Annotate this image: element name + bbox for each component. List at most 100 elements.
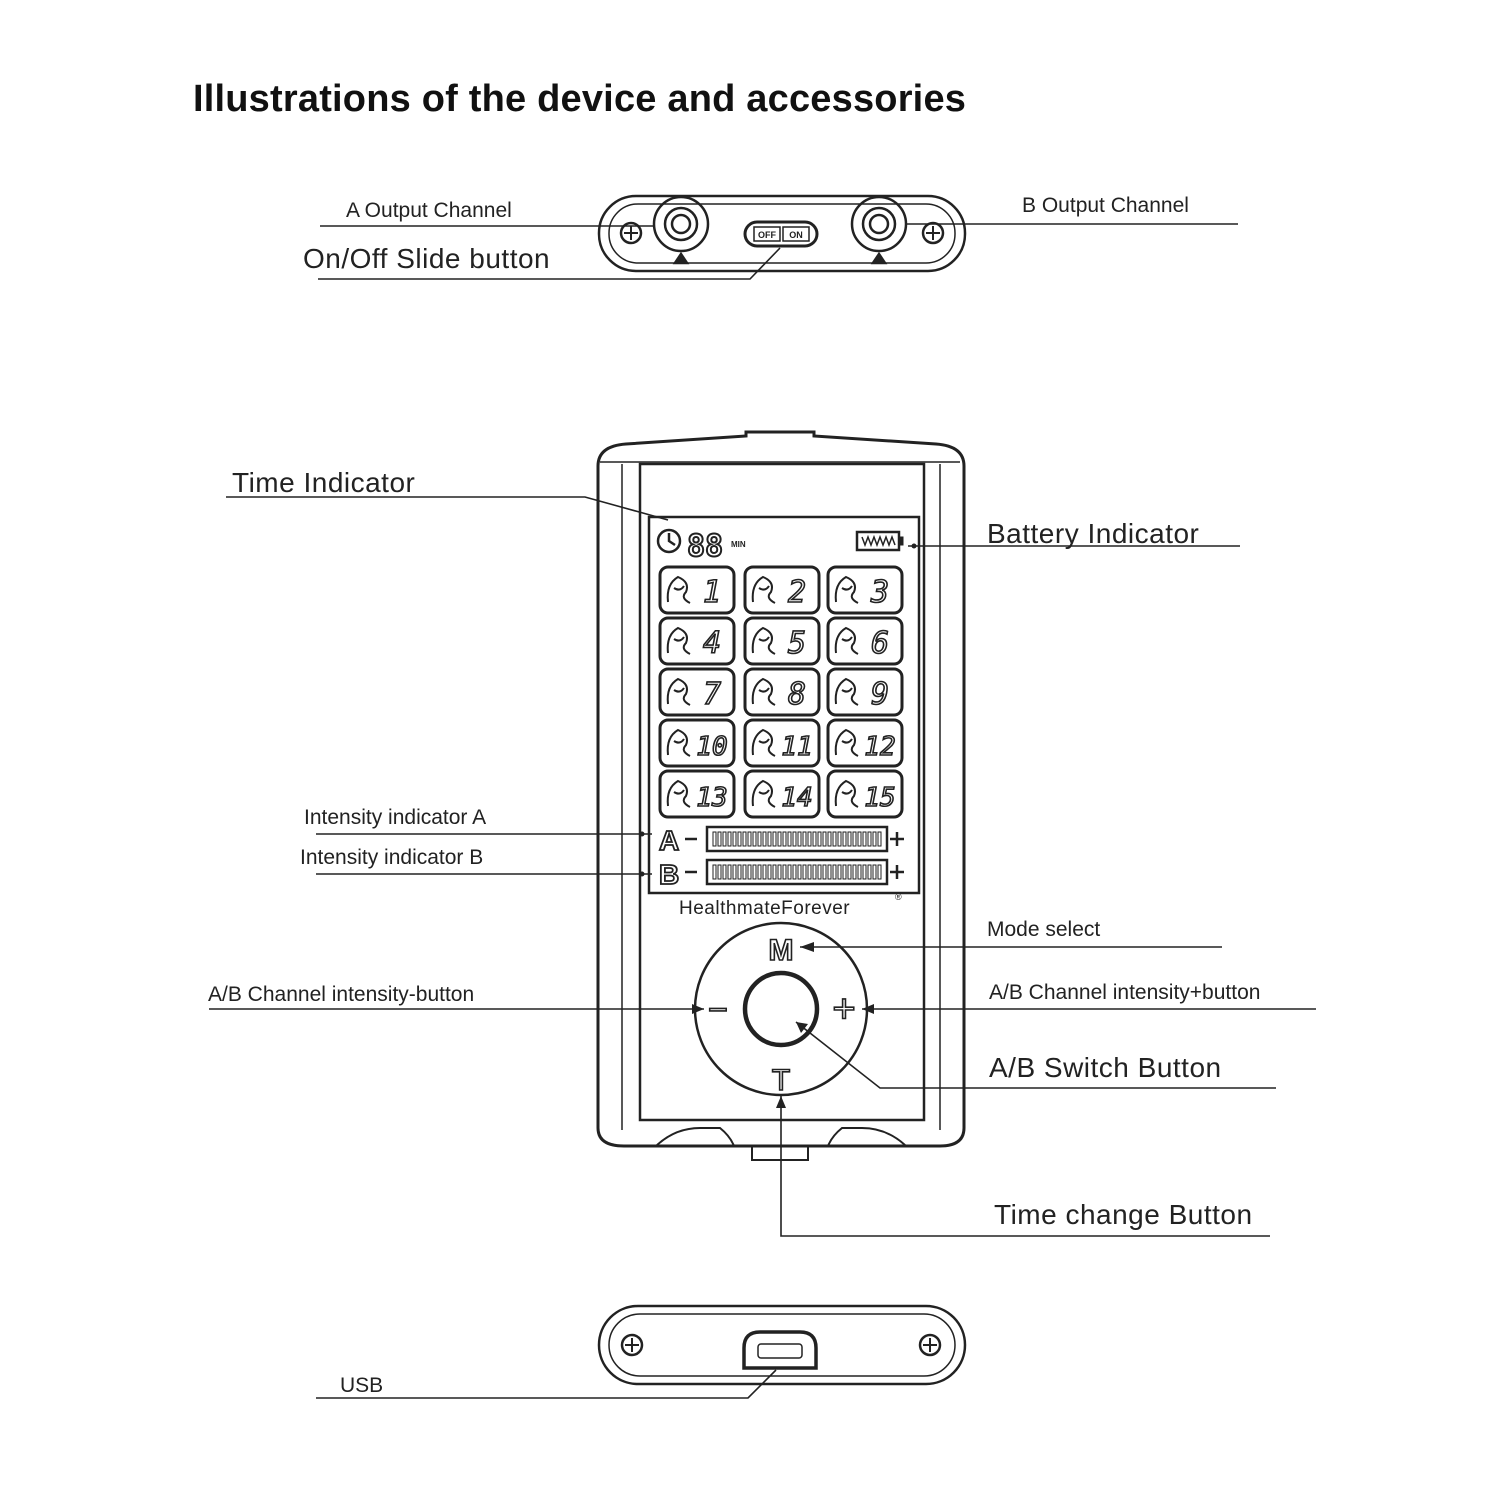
- mode-tile-13: 13: [658, 769, 736, 819]
- intensity-segment: [717, 864, 722, 880]
- bottom-right-screw-icon: [918, 1333, 942, 1357]
- intensity-segment: [737, 831, 742, 847]
- body-part-icon: [834, 626, 859, 655]
- intensity-segment: [852, 864, 857, 880]
- body-part-icon: [666, 728, 691, 757]
- intensity-segment: [712, 831, 717, 847]
- intensity-segment: [862, 831, 867, 847]
- label-a-output-channel: A Output Channel: [346, 199, 512, 222]
- body-part-icon: [834, 677, 859, 706]
- left-foot: [655, 1127, 735, 1147]
- mode-tile-12: 12: [826, 718, 904, 768]
- device-top-view: [597, 194, 967, 273]
- intensity-channel-b-label: B: [659, 859, 679, 890]
- timer-unit: MIN: [731, 540, 746, 549]
- body-part-icon: [834, 779, 859, 808]
- mode-tile-14: 14: [743, 769, 821, 819]
- body-part-icon: [751, 728, 776, 757]
- mode-number: 9: [871, 677, 889, 712]
- body-part-icon: [751, 575, 776, 604]
- intensity-segment: [837, 831, 842, 847]
- intensity-segment: [787, 831, 792, 847]
- switch-on-label: ON: [789, 230, 803, 240]
- usb-port-icon: [742, 1330, 818, 1370]
- label-intensity-indicator-a: Intensity indicator A: [304, 806, 487, 829]
- intensity-segment: [847, 831, 852, 847]
- right-foot: [827, 1127, 907, 1147]
- brand-name: HealthmateForever: [679, 898, 850, 919]
- registered-mark: ®: [895, 892, 902, 902]
- intensity-segment: [752, 831, 757, 847]
- mode-number: 4: [703, 626, 721, 661]
- mode-number: 11: [781, 732, 812, 762]
- intensity-segment: [837, 864, 842, 880]
- intensity-segment: [732, 831, 737, 847]
- lcd-screen: [647, 515, 921, 895]
- bottom-connector: [751, 1145, 809, 1161]
- mode-number: 1: [703, 575, 721, 610]
- intensity-segment: [717, 831, 722, 847]
- intensity-segment: [877, 831, 882, 847]
- label-time-change-button: Time change Button: [994, 1199, 1253, 1230]
- intensity-segment: [827, 831, 832, 847]
- device-bottom-view: [597, 1304, 967, 1386]
- page-title: Illustrations of the device and accessor…: [193, 78, 967, 120]
- intensity-segment: [742, 864, 747, 880]
- intensity-segment: [762, 864, 767, 880]
- intensity-segment: [802, 831, 807, 847]
- timer-digits: 88: [687, 529, 723, 564]
- mode-tile-7: 7: [658, 667, 736, 717]
- bottom-left-screw-icon: [620, 1333, 644, 1357]
- intensity-minus-button[interactable]: −: [707, 990, 728, 1030]
- clock-icon: [656, 528, 682, 554]
- usb-leader-line: [316, 1369, 777, 1399]
- battery-icon: [855, 530, 904, 552]
- mode-number: 10: [696, 732, 727, 762]
- mode-tile-2: 2: [743, 565, 821, 615]
- intensity-segment: [792, 864, 797, 880]
- intensity-segment: [812, 864, 817, 880]
- intensity-segment: [792, 831, 797, 847]
- intensity-segment: [782, 831, 787, 847]
- mode-tile-15: 15: [826, 769, 904, 819]
- body-part-icon: [666, 575, 691, 604]
- time-change-button[interactable]: T: [771, 1063, 791, 1098]
- ab-switch-button[interactable]: [742, 970, 820, 1048]
- bottom-view-body: [597, 1304, 967, 1386]
- intensity-segment: [787, 864, 792, 880]
- body-part-icon: [834, 728, 859, 757]
- body-part-icon: [834, 575, 859, 604]
- intensity-segment: [752, 864, 757, 880]
- intensity-segment: [777, 831, 782, 847]
- leader-arrowheads: [639, 543, 917, 1108]
- mode-number: 15: [864, 783, 895, 813]
- intensity-segment: [802, 864, 807, 880]
- intensity-segment: [872, 864, 877, 880]
- intensity-segment: [732, 864, 737, 880]
- body-part-icon: [666, 677, 691, 706]
- mode-tile-9: 9: [826, 667, 904, 717]
- intensity-segment: [727, 831, 732, 847]
- label-intensity-indicator-b: Intensity indicator B: [300, 846, 484, 869]
- mode-tile-1: 1: [658, 565, 736, 615]
- mode-number: 3: [870, 575, 889, 610]
- intensity-segment: [812, 831, 817, 847]
- intensity-segment: [797, 831, 802, 847]
- intensity-segment: [722, 864, 727, 880]
- top-view-inner-edge: [608, 203, 956, 264]
- body-part-icon: [666, 779, 691, 808]
- intensity-channel-a-label: A: [659, 825, 679, 856]
- body-part-icon: [751, 677, 776, 706]
- intensity-segment: [712, 864, 717, 880]
- intensity-segment: [747, 864, 752, 880]
- intensity-plus-signs: [890, 832, 904, 879]
- mode-number: 8: [788, 677, 806, 712]
- mode-select-button[interactable]: M: [768, 933, 795, 968]
- intensity-segment: [767, 864, 772, 880]
- intensity-segment: [777, 864, 782, 880]
- mode-number: 6: [871, 626, 889, 661]
- intensity-segment: [832, 864, 837, 880]
- intensity-segment: [797, 864, 802, 880]
- mode-number: 13: [696, 783, 727, 813]
- intensity-plus-button[interactable]: +: [832, 986, 857, 1032]
